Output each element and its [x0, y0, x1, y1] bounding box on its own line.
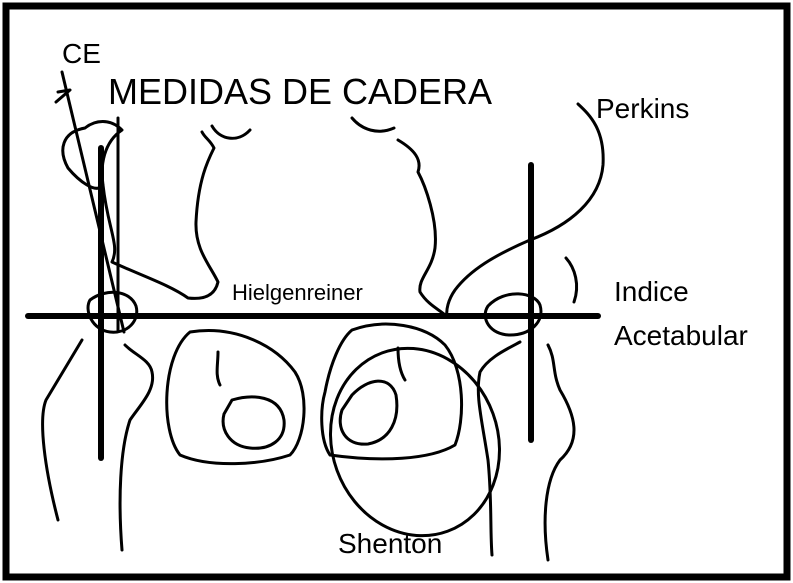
- label-perkins: Perkins: [596, 93, 689, 124]
- label-acetabular: Acetabular: [614, 320, 748, 351]
- diagram-title: MEDIDAS DE CADERA: [108, 71, 492, 112]
- label-shenton: Shenton: [338, 528, 442, 559]
- label-indice: Indice: [614, 276, 689, 307]
- label-hilgenreiner: Hielgenreiner: [232, 280, 363, 305]
- femurs: [43, 340, 574, 560]
- obturator-foramina: [167, 324, 462, 464]
- label-ce: CE: [62, 38, 101, 69]
- measurement-lines: [28, 72, 598, 458]
